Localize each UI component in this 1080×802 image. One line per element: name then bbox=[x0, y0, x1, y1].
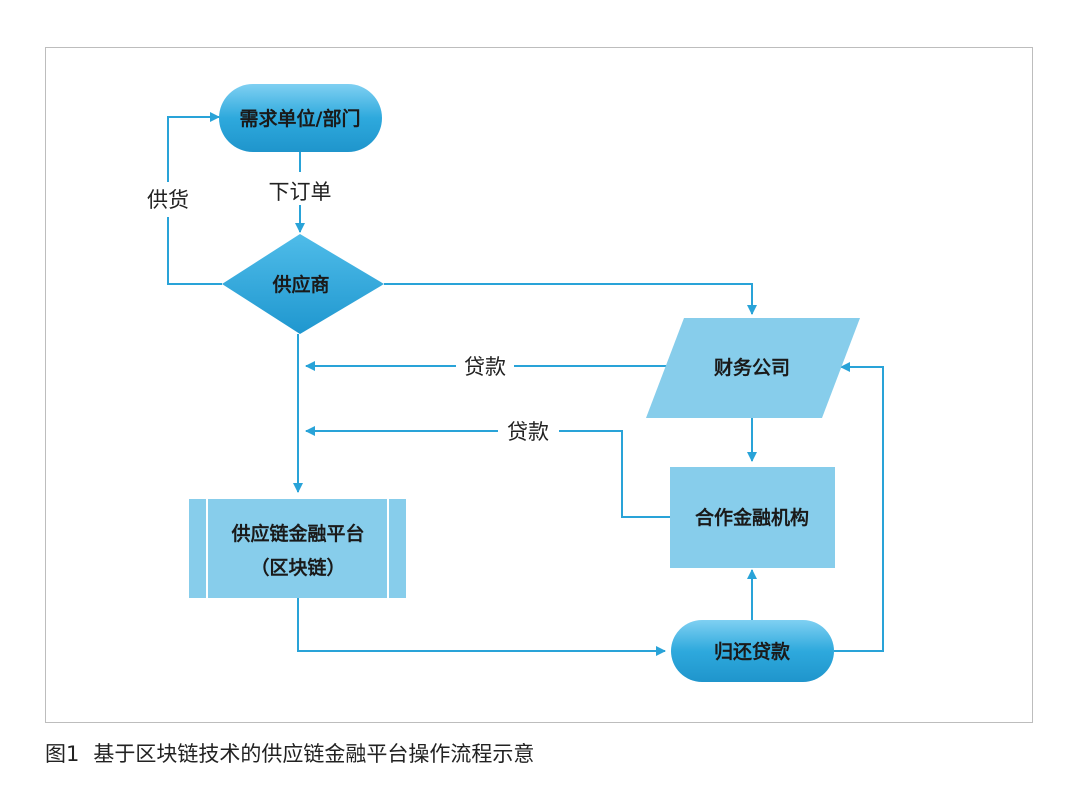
node-demand-unit-label: 需求单位/部门 bbox=[240, 107, 361, 130]
node-finance-company: 财务公司 bbox=[646, 318, 860, 418]
figure-frame bbox=[45, 47, 1033, 723]
arrow-platform-to-repay bbox=[297, 598, 666, 656]
figure-caption: 图1 基于区块链技术的供应链金融平台操作流程示意 bbox=[45, 738, 534, 768]
node-demand-unit: 需求单位/部门 bbox=[219, 84, 382, 152]
node-repay-loan: 归还贷款 bbox=[671, 620, 834, 682]
arrow-supplier-to-finance bbox=[384, 283, 757, 315]
arrow-loan-bottom-right bbox=[559, 430, 670, 518]
arrow-supply-upper bbox=[167, 112, 220, 182]
arrow-repay-to-finance bbox=[834, 362, 884, 652]
node-supplier-label: 供应商 bbox=[271, 273, 329, 296]
connectors bbox=[167, 112, 884, 656]
node-platform: 供应链金融平台 （区块链） bbox=[189, 499, 406, 598]
node-repay-loan-label: 归还贷款 bbox=[714, 640, 791, 663]
edge-label-loan-top: 贷款 bbox=[464, 355, 506, 379]
arrow-supply-lower bbox=[167, 217, 222, 285]
node-platform-label-line1: 供应链金融平台 bbox=[230, 522, 364, 545]
node-finance-company-label: 财务公司 bbox=[714, 356, 790, 379]
node-partner-institution-label: 合作金融机构 bbox=[695, 506, 809, 529]
caption-number: 图1 bbox=[45, 742, 80, 766]
edge-label-place-order: 下订单 bbox=[269, 180, 332, 204]
edge-label-supply: 供货 bbox=[147, 188, 189, 212]
caption-text: 基于区块链技术的供应链金融平台操作流程示意 bbox=[93, 742, 535, 766]
edge-label-loan-bottom: 贷款 bbox=[507, 420, 549, 444]
node-partner-institution: 合作金融机构 bbox=[670, 467, 835, 568]
node-supplier: 供应商 bbox=[222, 234, 384, 334]
node-platform-label-line2: （区块链） bbox=[250, 556, 345, 579]
